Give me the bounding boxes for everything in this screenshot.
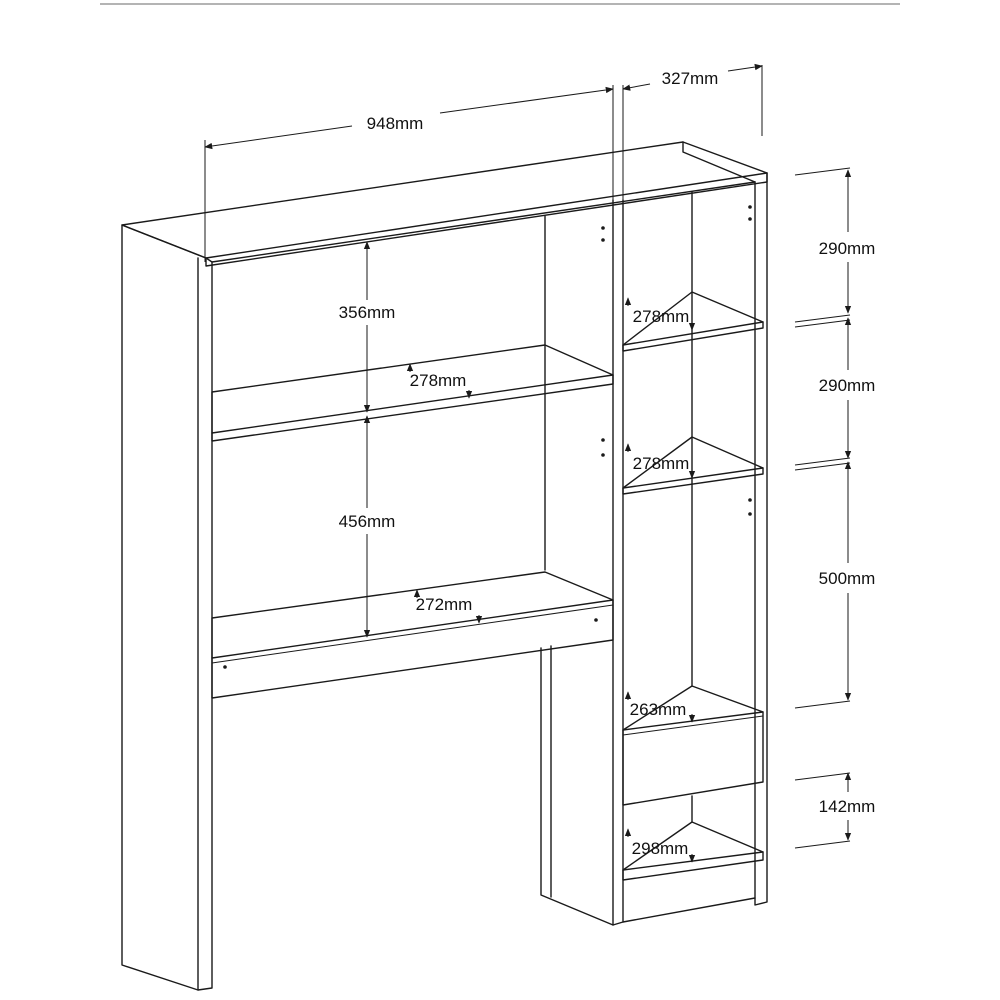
label-tower-lower-height: 500mm bbox=[819, 569, 876, 588]
label-tower-shelf-2-depth: 278mm bbox=[633, 454, 690, 473]
label-tower-depth: 327mm bbox=[662, 69, 719, 88]
label-bottom-shelf-depth: 298mm bbox=[632, 839, 689, 858]
label-tower-middle-height: 290mm bbox=[819, 376, 876, 395]
dimension-labels: 948mm 327mm 356mm 278mm 456mm 272mm 278m… bbox=[339, 69, 876, 858]
label-desk-top-depth: 272mm bbox=[416, 595, 473, 614]
dimension-lines bbox=[204, 63, 852, 863]
label-tower-shelf-1-depth: 278mm bbox=[633, 307, 690, 326]
label-desk-lower-height: 456mm bbox=[339, 512, 396, 531]
label-drawer-depth: 263mm bbox=[630, 700, 687, 719]
furniture-outline bbox=[121, 141, 768, 991]
right-side-panel bbox=[754, 172, 768, 906]
label-drawer-height: 142mm bbox=[819, 797, 876, 816]
top-board bbox=[121, 141, 768, 259]
label-desk-hutch-height: 356mm bbox=[339, 303, 396, 322]
label-tower-top-height: 290mm bbox=[819, 239, 876, 258]
desk-pedestal bbox=[540, 647, 614, 926]
desk-top bbox=[211, 571, 614, 659]
label-overall-width: 948mm bbox=[367, 114, 424, 133]
tower-shelf-1 bbox=[622, 291, 764, 346]
label-desk-shelf-depth: 278mm bbox=[410, 371, 467, 390]
tower-divider-panel bbox=[612, 199, 624, 926]
